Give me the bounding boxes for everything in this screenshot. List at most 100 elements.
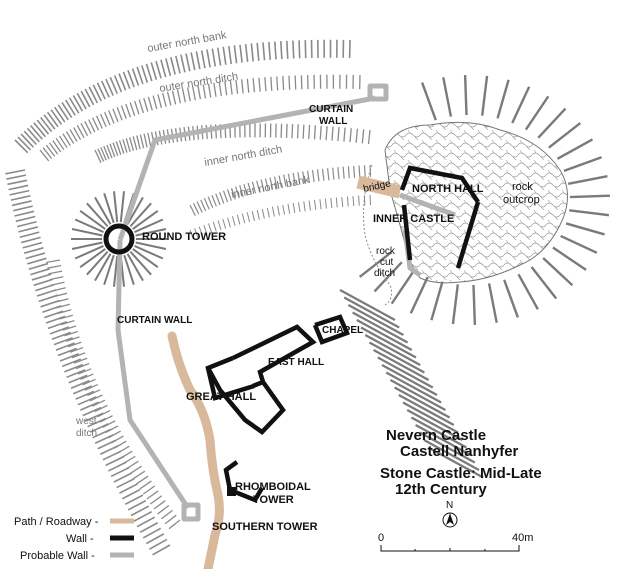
hachure-stroke — [77, 368, 92, 375]
hachure-stroke — [143, 133, 148, 148]
hachure-stroke — [409, 276, 429, 314]
hachure-stroke — [569, 209, 610, 217]
hachure-stroke — [84, 412, 104, 422]
hachure-stroke — [419, 431, 476, 464]
hachure-stroke — [472, 284, 477, 325]
hachure-stroke — [200, 199, 207, 212]
hachure-stroke — [125, 103, 132, 118]
hachure-stroke — [45, 144, 56, 157]
hachure-stroke — [277, 205, 280, 216]
hachure-stroke — [358, 251, 392, 278]
hachure-stroke — [227, 46, 232, 65]
hachure-stroke — [240, 79, 244, 94]
hachure-stroke — [273, 176, 278, 189]
hachure-stroke — [10, 195, 31, 201]
hachure-stroke — [367, 129, 371, 144]
hachure-stroke — [75, 390, 95, 400]
hachure-stroke — [55, 137, 65, 151]
round-tower-mound — [71, 191, 167, 287]
hachure-stroke — [390, 269, 416, 305]
hachure-stroke — [353, 165, 356, 178]
hachure-stroke — [162, 92, 167, 107]
hachure-stroke — [73, 127, 82, 140]
hachure-stroke — [67, 341, 82, 348]
hachure-stroke — [51, 331, 71, 340]
hachure-stroke — [47, 320, 68, 330]
hachure-stroke — [92, 84, 102, 102]
hachure-stroke — [54, 298, 69, 303]
hachure-stroke — [76, 125, 85, 138]
hachure-stroke — [96, 82, 106, 100]
hachure-stroke — [373, 261, 403, 293]
hachure-stroke — [139, 522, 159, 534]
hachure-stroke — [358, 195, 360, 206]
hachure-stroke — [119, 450, 133, 459]
hachure-stroke — [247, 182, 252, 195]
hachure-stroke — [17, 136, 32, 151]
rock-cut-ditch — [363, 164, 393, 306]
hachure-stroke — [106, 144, 113, 159]
map-title: Nevern Castle Castell Nanhyfer Stone Cas… — [380, 427, 542, 498]
hachure-stroke — [282, 204, 286, 215]
label-southern-tower: SOUTHERN TOWER — [212, 521, 318, 533]
hachure-stroke — [215, 193, 221, 206]
hachure-stroke — [9, 189, 30, 196]
hachure-stroke — [423, 439, 480, 471]
hachure-stroke — [107, 461, 127, 472]
north-pointer-icon — [446, 513, 454, 525]
hachure-stroke — [103, 111, 111, 126]
hachure-stroke — [330, 197, 333, 208]
hachure-stroke — [548, 122, 582, 149]
hachure-stroke — [264, 178, 269, 191]
hachure-stroke — [84, 383, 99, 391]
hachure-stroke — [503, 279, 520, 318]
hachure-stroke — [251, 181, 257, 194]
hachure-stroke — [5, 169, 26, 175]
hachure-stroke — [142, 485, 156, 495]
hachure-stroke — [152, 95, 158, 110]
hachure-stroke — [105, 425, 119, 434]
hachure-stroke — [14, 210, 35, 217]
hachure-stroke — [87, 389, 101, 397]
hachure-stroke — [75, 362, 90, 370]
hachure-stroke — [108, 110, 115, 124]
hachure-stroke — [46, 111, 59, 128]
scale-bar: 0 40m — [378, 532, 533, 552]
hachure-stroke — [157, 505, 170, 515]
hachure-stroke — [280, 41, 283, 60]
hachure-stroke — [112, 142, 119, 157]
hachure-stroke — [308, 200, 311, 211]
hachure-stroke — [394, 386, 451, 419]
hachure-stroke — [116, 106, 123, 121]
hachure-stroke — [207, 196, 214, 209]
hachure-stroke — [569, 194, 610, 199]
hachure-stroke — [108, 430, 121, 439]
hachure-stroke — [97, 409, 111, 418]
hachure-stroke — [45, 315, 66, 324]
hachure-stroke — [139, 134, 145, 149]
hachure-stroke — [149, 495, 163, 505]
hachure-stroke — [332, 167, 335, 180]
hachure-stroke — [53, 336, 73, 346]
hachure-stroke — [73, 357, 88, 364]
hachure-stroke — [235, 79, 239, 94]
hachure-stroke — [537, 107, 567, 139]
label-curtain-wall-top-line2: WALL — [319, 116, 347, 127]
hachure-stroke — [270, 76, 273, 91]
hachure-stroke — [58, 135, 68, 149]
hachure-stroke — [542, 257, 574, 287]
hachure-stroke — [313, 199, 317, 210]
hachure-stroke — [30, 125, 43, 140]
hachure-stroke — [80, 123, 89, 137]
hachure-stroke — [126, 196, 144, 225]
hachure-stroke — [198, 226, 204, 237]
label-rhomboidal-tower-line1: RHOMBOIDAL — [235, 481, 311, 493]
hachure-stroke — [175, 55, 181, 74]
label-rock-cut-ditch-line2: cut — [380, 257, 394, 268]
legend-wall-label: Wall - — [66, 533, 94, 545]
hachure-stroke — [105, 78, 114, 96]
hachure-stroke — [233, 45, 238, 64]
hachure-stroke — [197, 85, 202, 100]
hachure-stroke — [268, 41, 272, 60]
